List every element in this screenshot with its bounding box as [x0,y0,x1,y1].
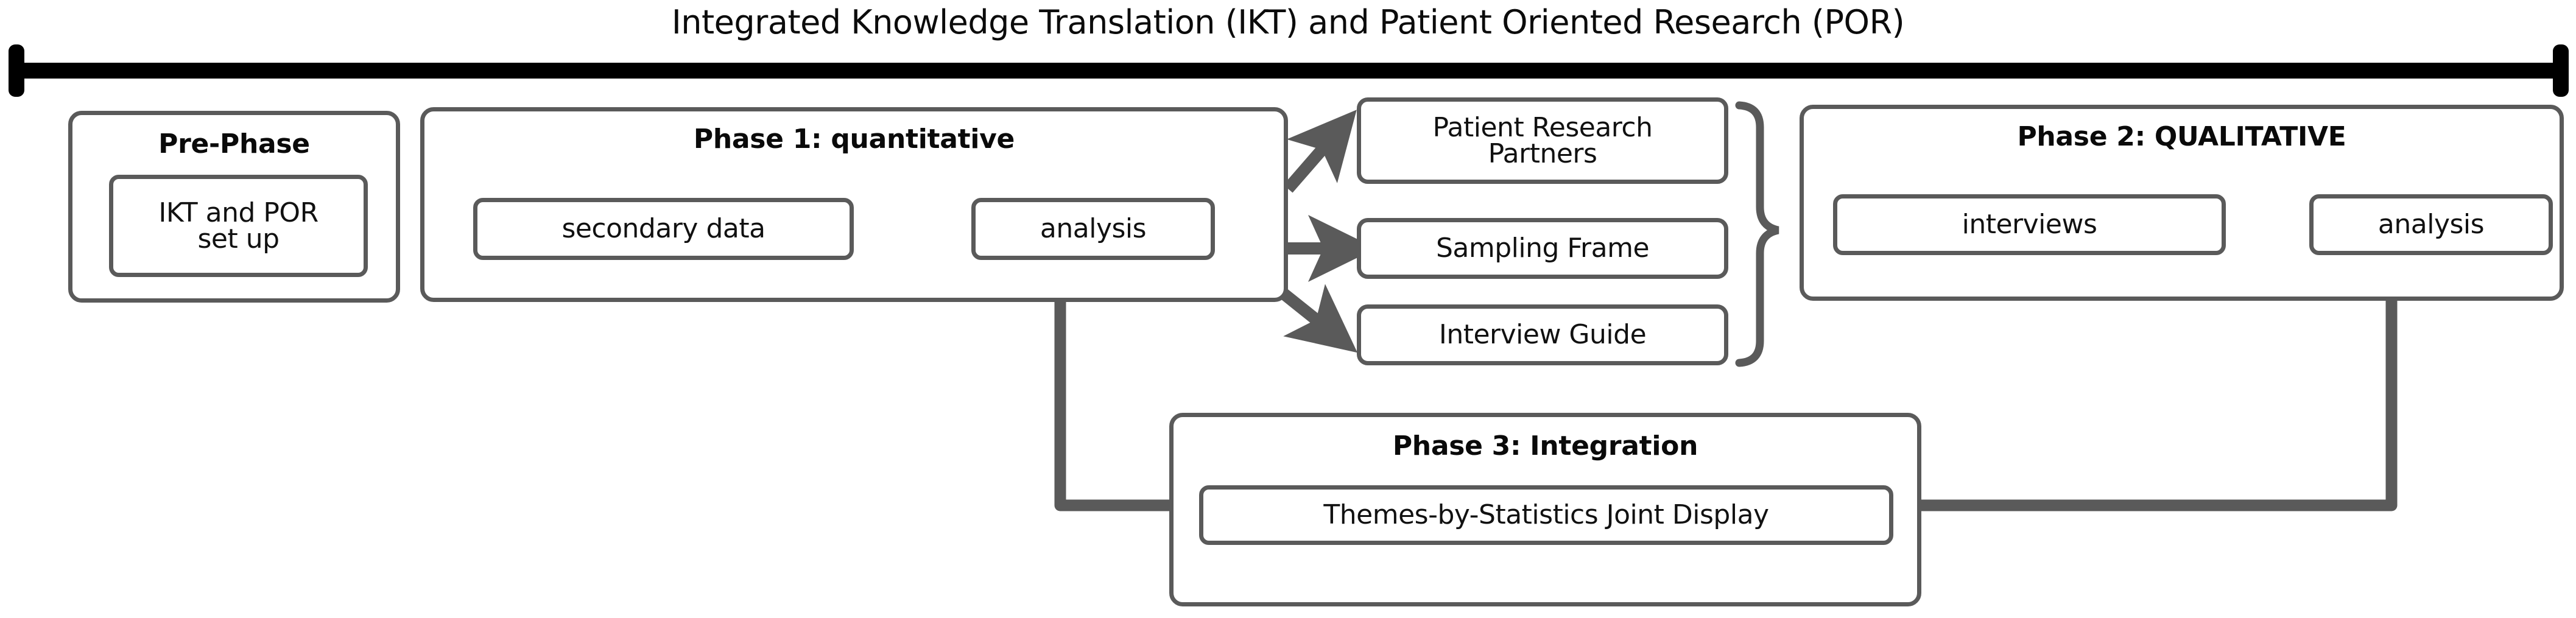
connector-phase1-analysis-to-phase3 [1054,253,1192,511]
node-ikt-por-set-up[interactable]: IKT and POR set up [109,175,368,277]
node-ikt-por-set-up-line2: set up [197,223,280,255]
outputs-brace [1735,101,1779,367]
node-phase2-analysis[interactable]: analysis [2309,194,2553,255]
node-sampling-frame[interactable]: Sampling Frame [1357,218,1728,279]
node-patient-research-partners-line1: Patient Research [1432,111,1653,143]
phase-2-container: Phase 2: QUALITATIVE interviews analysis [1800,105,2564,301]
node-secondary-data-label: secondary data [561,212,765,244]
phase-1-heading: Phase 1: quantitative [693,124,1015,155]
node-sampling-frame-label: Sampling Frame [1435,232,1650,264]
node-phase1-analysis-label: analysis [1040,212,1147,244]
ikt-por-span-bar [9,44,2569,97]
phase-3-container: Phase 3: Integration Themes-by-Statistic… [1169,413,1921,606]
node-patient-research-partners[interactable]: Patient Research Partners [1357,97,1728,184]
connector-phase2-analysis-to-phase3 [1898,250,2398,511]
node-interviews[interactable]: interviews [1833,194,2226,255]
node-phase2-analysis-label: analysis [2377,208,2485,240]
arrow-phase1-to-interview-guide [1278,284,1358,353]
node-interviews-label: interviews [1962,208,2097,240]
node-interview-guide[interactable]: Interview Guide [1357,304,1728,365]
node-ikt-por-set-up-line1: IKT and POR [158,197,318,228]
phase-1-container: Phase 1: quantitative secondary data ana… [420,107,1288,302]
pre-phase-heading: Pre-Phase [158,128,310,160]
phase-3-heading: Phase 3: Integration [1392,430,1698,462]
phase-2-heading: Phase 2: QUALITATIVE [2017,121,2346,152]
node-themes-by-statistics-joint-display-label: Themes-by-Statistics Joint Display [1323,499,1769,530]
pre-phase-container: Pre-Phase IKT and POR set up [68,111,400,303]
arrow-phase1-to-patient-research-partners [1283,110,1357,193]
node-secondary-data[interactable]: secondary data [473,198,854,260]
node-interview-guide-label: Interview Guide [1438,318,1647,350]
node-patient-research-partners-line2: Partners [1488,138,1597,169]
page-title: Integrated Knowledge Translation (IKT) a… [671,3,1905,41]
node-themes-by-statistics-joint-display[interactable]: Themes-by-Statistics Joint Display [1199,485,1893,545]
node-phase1-analysis[interactable]: analysis [971,198,1215,260]
